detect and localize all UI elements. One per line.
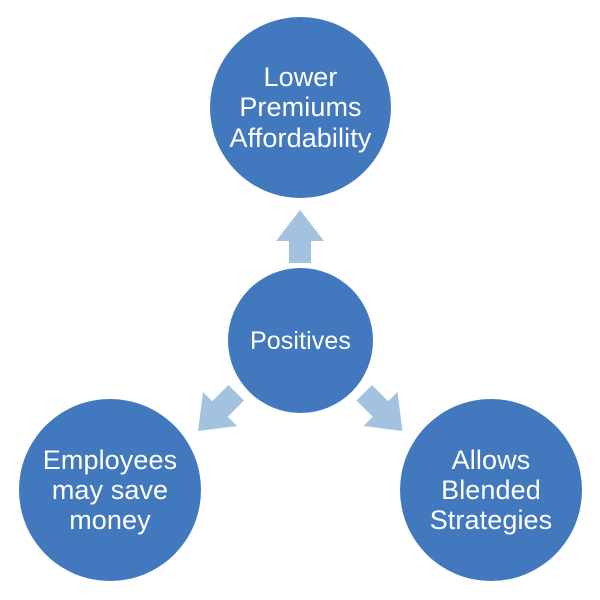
node-label: Employees may save money bbox=[42, 444, 178, 536]
arrow-down-right-icon bbox=[356, 384, 403, 431]
node-label: Lower Premiums Affordability bbox=[229, 62, 372, 153]
node-lower-premiums-affordability[interactable]: Lower Premiums Affordability bbox=[210, 17, 391, 198]
node-label: Allows Blended Strategies bbox=[429, 444, 553, 536]
node-employees-may-save-money[interactable]: Employees may save money bbox=[19, 399, 201, 581]
node-label: Positives bbox=[250, 326, 351, 355]
arrow-down-left-icon bbox=[198, 384, 245, 431]
node-allows-blended-strategies[interactable]: Allows Blended Strategies bbox=[400, 399, 582, 581]
arrow-up-icon bbox=[276, 210, 324, 263]
node-positives[interactable]: Positives bbox=[228, 268, 373, 413]
